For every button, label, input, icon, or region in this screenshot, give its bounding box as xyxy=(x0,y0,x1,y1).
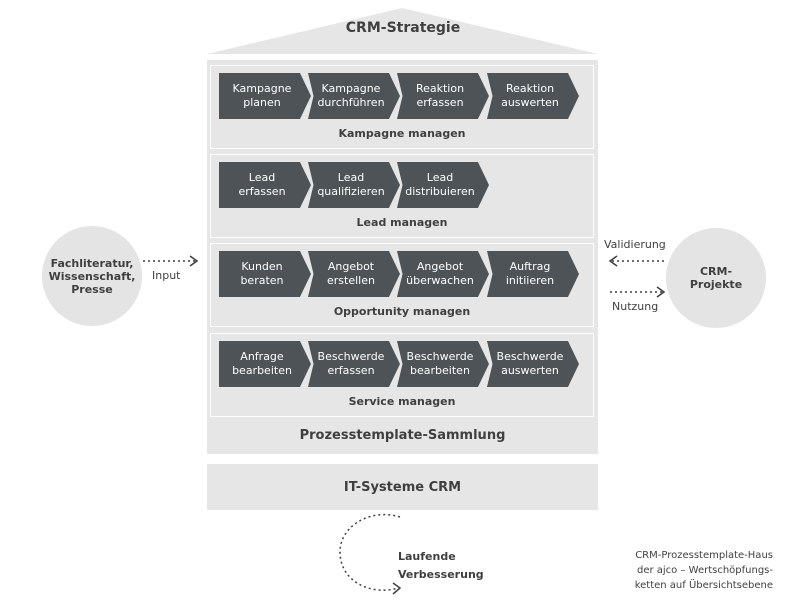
group-lead: Lead erfassen Lead qualifizieren Lead di… xyxy=(210,154,594,238)
step-chevron: Lead qualifizieren xyxy=(308,162,400,208)
group-service: Anfrage bearbeiten Beschwerde erfassen B… xyxy=(210,333,594,417)
step-chevron: Beschwerde erfassen xyxy=(308,341,400,387)
step-chevron: Kampagne durchführen xyxy=(308,73,400,119)
collection-label: Prozesstemplate-Sammlung xyxy=(299,428,506,443)
step-chevron: Kampagne planen xyxy=(219,73,311,119)
step-chevron: Beschwerde bearbeiten xyxy=(397,341,489,387)
projects-label: CRM- Projekte xyxy=(689,265,743,291)
step-chevron: Kunden beraten xyxy=(219,251,311,297)
usage-label: Nutzung xyxy=(612,300,659,313)
source-circle-projects: CRM- Projekte xyxy=(666,228,766,328)
it-systems-bar: IT-Systeme CRM xyxy=(207,464,598,510)
step-chevron: Auftrag initiieren xyxy=(487,251,579,297)
step-chevron: Beschwerde auswerten xyxy=(487,341,579,387)
group-label: Service managen xyxy=(348,395,456,408)
source-circle-literature: Fachliteratur, Wissenschaft, Presse xyxy=(42,226,142,326)
step-chevron: Lead distribuieren xyxy=(397,162,489,208)
group-label: Kampagne managen xyxy=(338,127,466,140)
loop-label: Laufende Verbesserung xyxy=(398,550,484,581)
source-label: Fachliteratur, Wissenschaft, Presse xyxy=(48,256,136,296)
it-systems-label: IT-Systeme CRM xyxy=(343,479,462,495)
validation-label: Validierung xyxy=(604,238,666,251)
group-label: Opportunity managen xyxy=(333,305,471,318)
figure-caption: CRM-Prozesstemplate-Haus der ajco – Wert… xyxy=(634,550,773,591)
group-kampagne: Kampagne planen Kampagne durchführen Rea… xyxy=(210,65,594,149)
group-label: Lead managen xyxy=(356,216,448,229)
step-chevron: Reaktion auswerten xyxy=(487,73,579,119)
step-chevron: Lead erfassen xyxy=(219,162,311,208)
roof-title: CRM-Strategie xyxy=(345,20,461,36)
step-chevron: Anfrage bearbeiten xyxy=(219,341,311,387)
step-chevron: Angebot erstellen xyxy=(308,251,400,297)
group-opportunity: Kunden beraten Angebot erstellen Angebot… xyxy=(210,243,594,327)
step-chevron: Angebot überwachen xyxy=(397,251,489,297)
input-label: Input xyxy=(152,269,181,282)
step-chevron: Reaktion erfassen xyxy=(397,73,489,119)
loop-arrow xyxy=(339,513,401,591)
